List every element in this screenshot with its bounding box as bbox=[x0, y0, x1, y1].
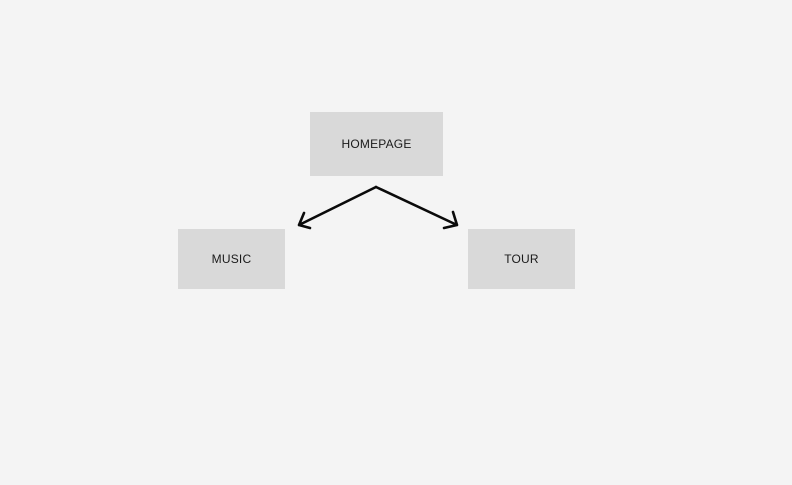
node-tour[interactable]: TOUR bbox=[468, 229, 575, 289]
node-music[interactable]: MUSIC bbox=[178, 229, 285, 289]
node-homepage-label: HOMEPAGE bbox=[341, 137, 412, 151]
node-tour-label: TOUR bbox=[504, 252, 539, 266]
node-homepage[interactable]: HOMEPAGE bbox=[310, 112, 443, 176]
arrow-homepage-to-music bbox=[297, 185, 378, 230]
node-music-label: MUSIC bbox=[211, 252, 252, 266]
arrow-homepage-to-tour bbox=[374, 185, 459, 230]
